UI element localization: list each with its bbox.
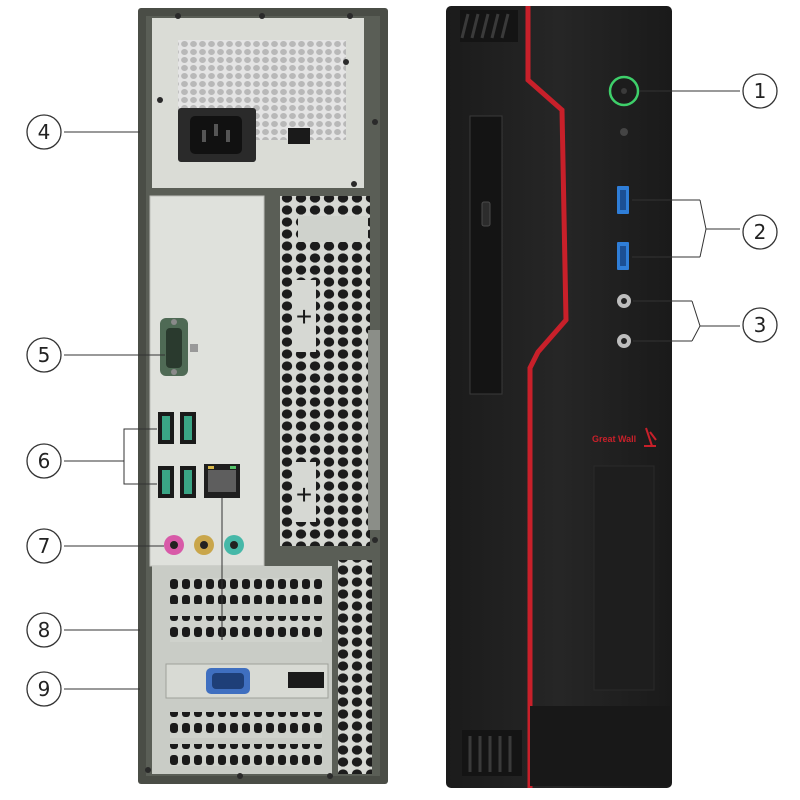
rear-usb-port-3-tongue: [162, 470, 170, 494]
expansion-slot-2: [170, 616, 322, 642]
rear-vent-lower: [338, 560, 372, 774]
screw: [372, 537, 378, 543]
audio-jack-line-out-hole: [200, 541, 208, 549]
hdd-led: [620, 128, 628, 136]
front-foot: [530, 706, 670, 786]
screw: [145, 767, 151, 773]
callout-5-number: 5: [38, 343, 51, 367]
callout-2-circle: [742, 214, 778, 250]
chassis-side-rail: [368, 330, 380, 530]
callouts: [64, 90, 740, 690]
callout-6-circle: [26, 443, 62, 479]
vent-bracket: [298, 216, 368, 242]
io-shield: [149, 195, 265, 567]
callout-markers: 1 2 3 4 5 6 7 8 9: [26, 73, 778, 707]
ethernet-led-left: [208, 466, 214, 469]
screw: [175, 13, 181, 19]
expansion-slot-5: [170, 744, 322, 766]
serial-screw-bottom: [171, 369, 177, 375]
expansion-slot-1: [170, 578, 322, 604]
audio-jack-line-in-hole: [230, 541, 238, 549]
callout-4-number: 4: [38, 120, 51, 144]
front-view: Great Wall: [446, 6, 672, 788]
callout-9-number: 9: [38, 677, 51, 701]
callout-9-circle: [26, 671, 62, 707]
hdmi-port: [288, 672, 324, 688]
power-inlet-pin-right: [226, 130, 230, 142]
front-usb-port-1-inner: [620, 190, 626, 210]
callout-7-circle: [26, 528, 62, 564]
front-audio-jack-1-hole: [621, 298, 627, 304]
vga-port-inner: [212, 673, 244, 689]
screw: [347, 13, 353, 19]
callout-6-bracket: [123, 428, 157, 485]
screw: [372, 119, 378, 125]
rear-usb-port-2-tongue: [184, 416, 192, 440]
callout-8-circle: [26, 612, 62, 648]
brand-logo-mark: [644, 427, 657, 447]
power-inlet-pin-mid: [214, 124, 218, 136]
vent-plus-top: +: [296, 301, 312, 332]
screw: [157, 97, 163, 103]
callout-5-circle: [26, 337, 62, 373]
serial-label-icon: [190, 344, 198, 352]
rear-usb-port-4-tongue: [184, 470, 192, 494]
front-top-vent-lines: [460, 13, 510, 39]
audio-jack-mic-hole: [170, 541, 178, 549]
rear-usb-port-1-tongue: [162, 416, 170, 440]
callout-3-number: 3: [754, 313, 767, 337]
callout-1-circle: [742, 73, 778, 109]
psu-switch: [288, 128, 310, 144]
callout-2-bracket: [699, 199, 740, 258]
front-audio-jack-2-hole: [621, 338, 627, 344]
screw: [343, 59, 349, 65]
callout-3-circle: [742, 307, 778, 343]
callout-4-circle: [26, 114, 62, 150]
screw: [237, 773, 243, 779]
callout-1-number: 1: [754, 79, 767, 103]
serial-screw-top: [171, 319, 177, 325]
serial-port-inner: [166, 328, 182, 368]
rear-view: + +: [138, 8, 388, 784]
screw: [259, 13, 265, 19]
callout-6-number: 6: [38, 449, 51, 473]
optical-drive-eject-button: [481, 201, 491, 227]
ethernet-led-right: [230, 466, 236, 469]
power-inlet-pin-left: [202, 130, 206, 142]
callout-3-bracket: [691, 300, 740, 342]
callout-8-number: 8: [38, 618, 51, 642]
front-bottom-vents: [462, 730, 522, 776]
optical-drive: [469, 115, 503, 395]
screw: [327, 773, 333, 779]
vent-plus-bottom: +: [296, 479, 312, 510]
front-usb-port-2-inner: [620, 246, 626, 266]
screw: [351, 181, 357, 187]
ethernet-port-inner: [208, 470, 236, 492]
vent-plus-plate-bottom: [292, 462, 316, 522]
vent-plus-plate-top: [292, 280, 316, 352]
red-accent-line: [525, 6, 569, 788]
front-decor-panel: [593, 465, 655, 691]
brand-logo-text: Great Wall: [592, 434, 636, 444]
callout-7-number: 7: [38, 534, 51, 558]
power-button-center: [621, 88, 627, 94]
front-bottom-vent-lines: [468, 736, 512, 772]
expansion-slot-4: [170, 712, 322, 738]
callout-2-number: 2: [754, 220, 767, 244]
